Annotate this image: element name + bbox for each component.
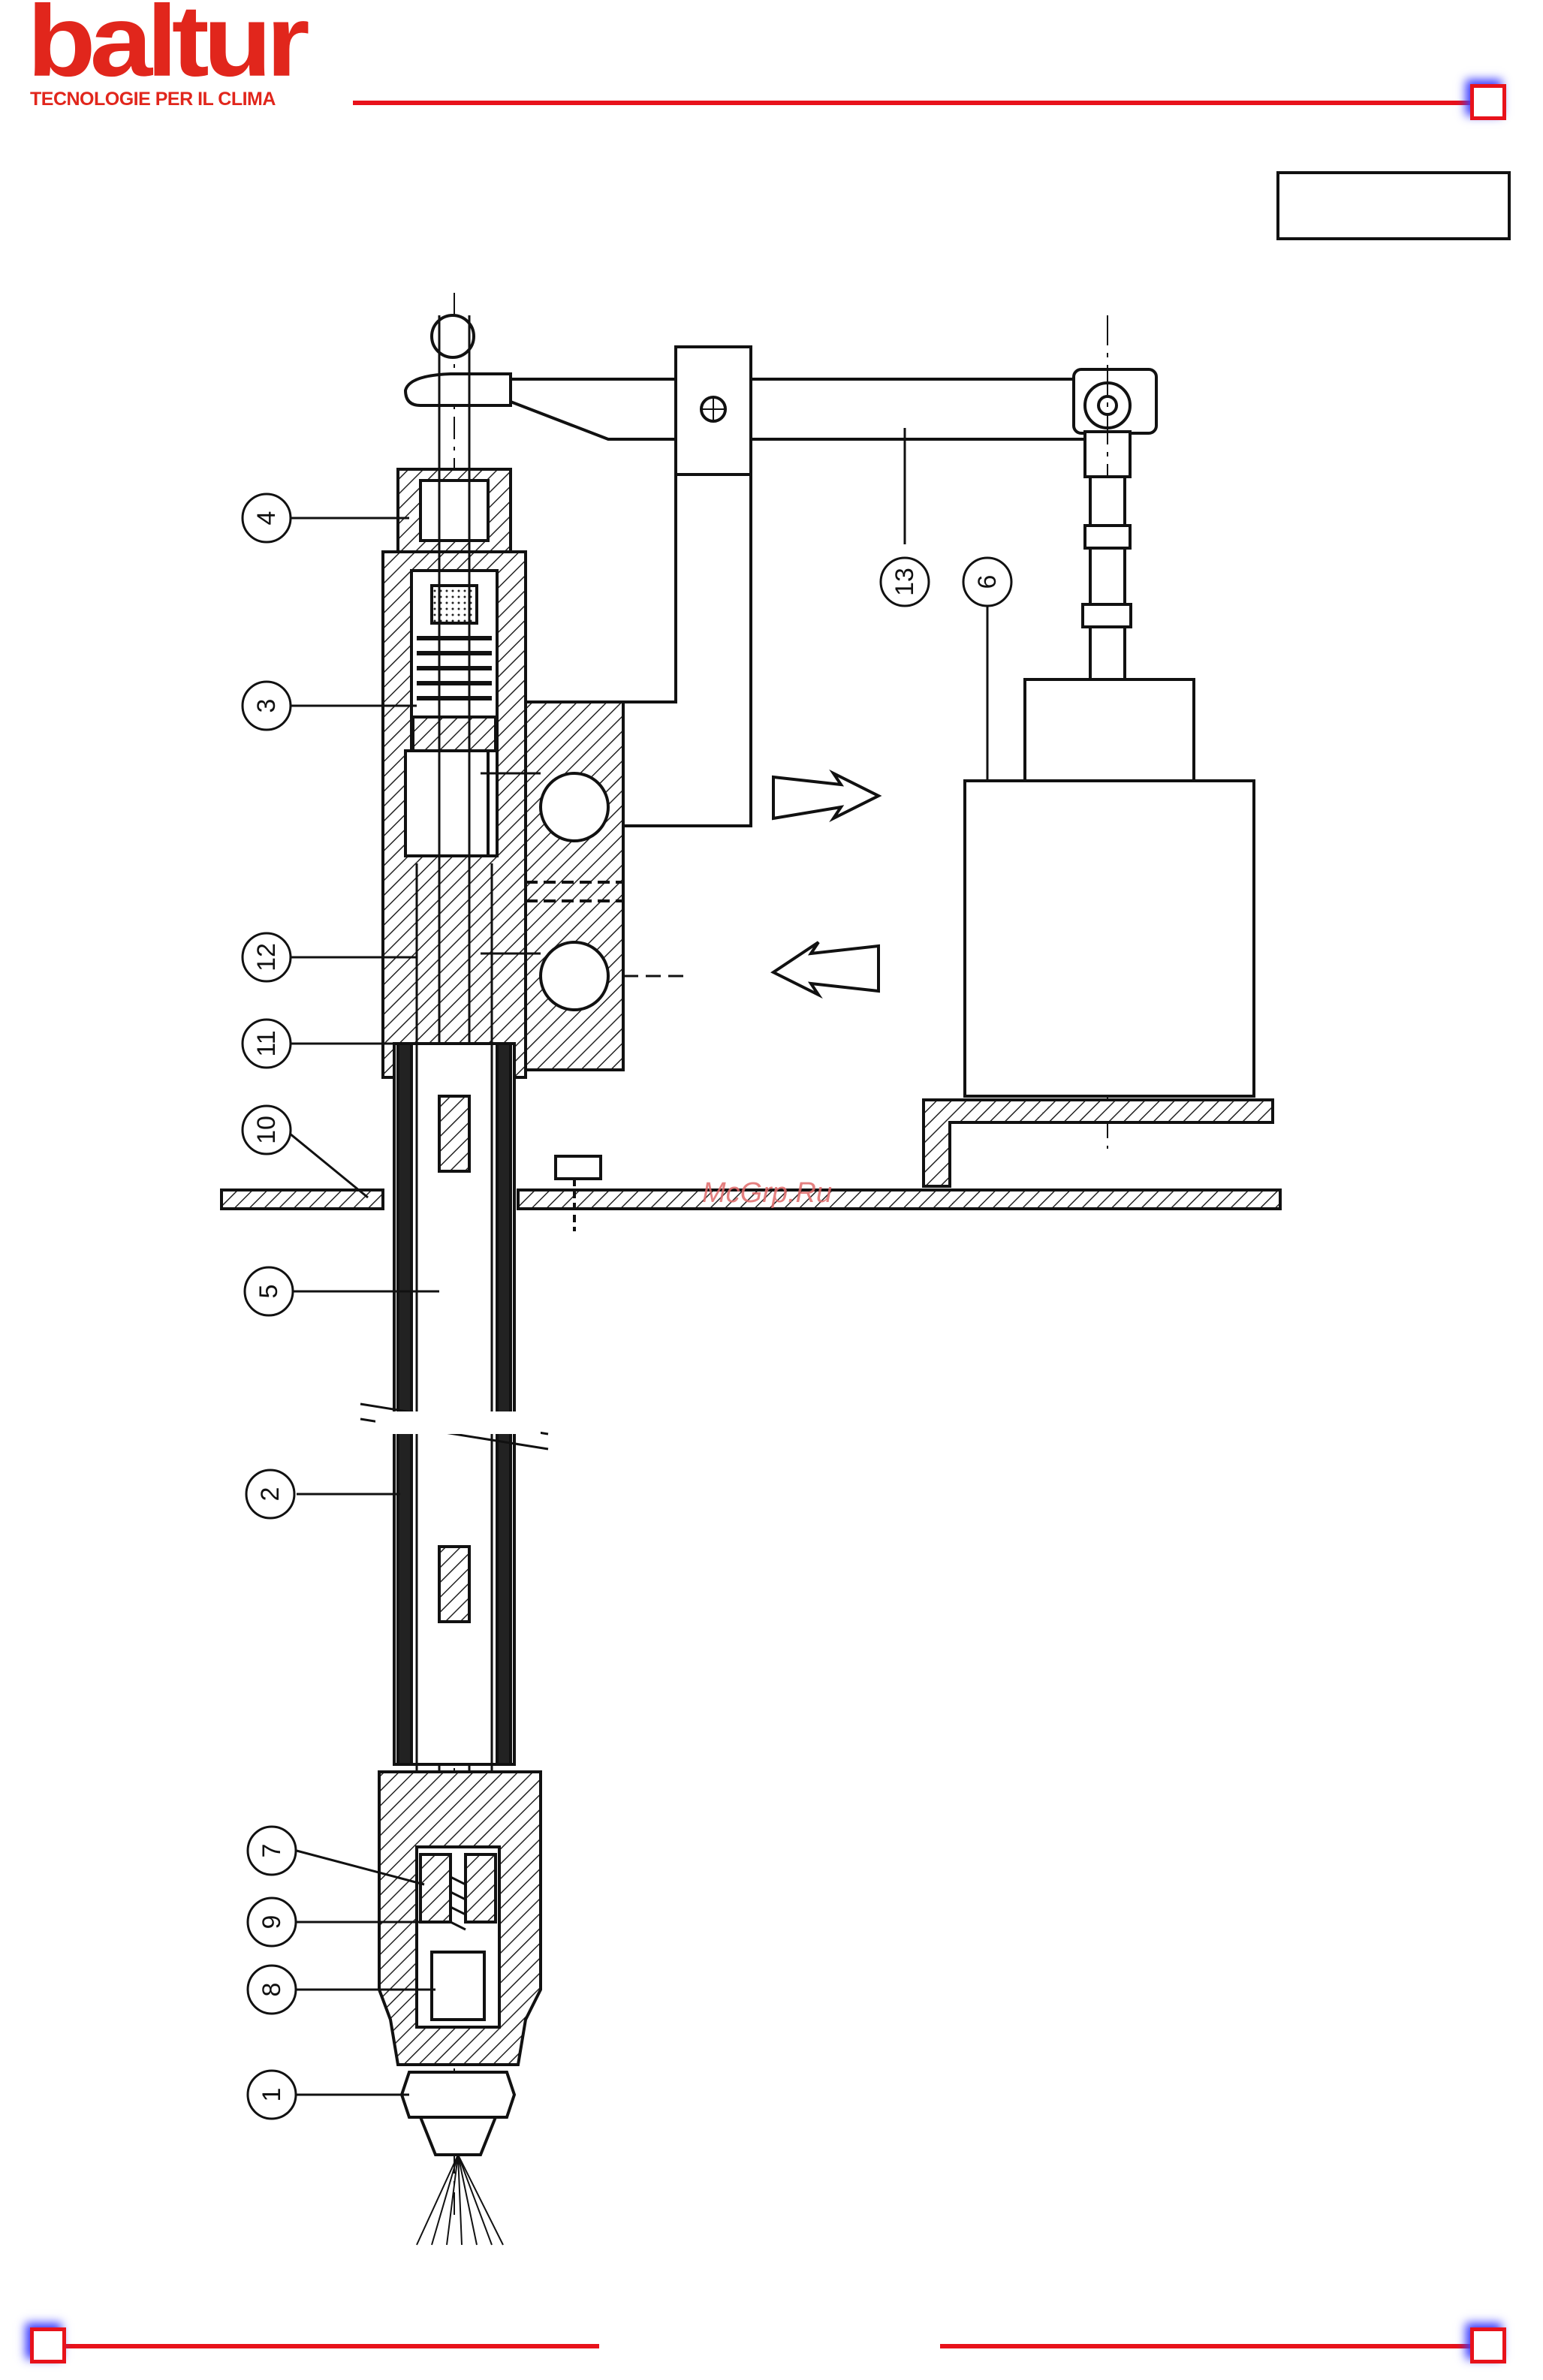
callout-label-4: 4	[252, 511, 281, 526]
callout-label-11: 11	[252, 1030, 281, 1056]
callout-label-10: 10	[252, 1116, 281, 1144]
callout-label-5: 5	[255, 1285, 283, 1299]
callout-label-6: 6	[973, 575, 1002, 589]
callout-label-2: 2	[256, 1487, 285, 1502]
callout-label-9: 9	[258, 1915, 286, 1930]
corner-marker-bottom-right	[1470, 2327, 1506, 2363]
callout-label-7: 7	[258, 1844, 286, 1858]
callout-label-12: 12	[252, 943, 281, 972]
callout-label-1: 1	[258, 2088, 286, 2102]
callout-label-3: 3	[252, 699, 281, 713]
footer-rule-left	[53, 2344, 599, 2348]
footer-rule-right	[940, 2344, 1475, 2348]
watermark: McGrp.Ru	[702, 1177, 832, 1210]
callout-label-8: 8	[258, 1983, 286, 1997]
callout-label-13: 13	[891, 568, 919, 596]
corner-marker-bottom-left	[30, 2327, 66, 2363]
